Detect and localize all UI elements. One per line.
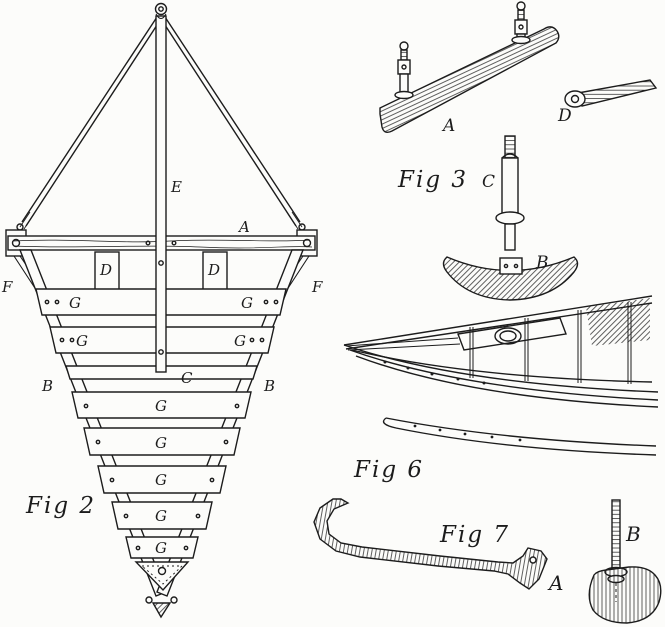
fig3-post-right (511, 1, 531, 45)
fig2-label-g: G (241, 294, 253, 312)
fig2-label-b: B (263, 377, 275, 395)
fig2-label-g: G (76, 332, 88, 350)
fig2-labels: E A D D F F G G G G C B B G G G G G Fig … (1, 178, 323, 557)
fig2-label-f: F (1, 278, 13, 296)
fig3-label-b: B (535, 253, 549, 273)
fig3-label-a: A (441, 116, 455, 136)
fig7-caption: Fig 7 (439, 522, 510, 548)
fig2-label-b: B (41, 377, 53, 395)
fig2-label-g: G (155, 539, 167, 557)
fig3-label-d: D (557, 106, 572, 126)
fig6-drawing: Fig 6 (343, 295, 659, 483)
fig2-label-g: G (155, 434, 167, 452)
fig7-label-b: B (625, 522, 641, 546)
fig2-label-g: G (155, 397, 167, 415)
fig2-label-g: G (69, 294, 81, 312)
fig3-post-left (394, 41, 414, 100)
fig2-slats (35, 288, 287, 559)
fig6-deck-board (345, 317, 567, 351)
fig2-label-a: A (237, 218, 250, 236)
fig2-masthead-ring (154, 2, 168, 20)
fig2-label-f: F (311, 278, 323, 296)
fig2-label-g: G (234, 332, 246, 350)
fig7-bolt-and-blade (588, 499, 662, 624)
fig3-caption: Fig 3 (397, 167, 468, 193)
fig7-labels: A B Fig 7 (439, 522, 641, 595)
fig6-caption: Fig 6 (353, 457, 424, 483)
fig3-runner-blade (379, 26, 560, 134)
fig3-shoe (442, 256, 579, 301)
fig2-d-planks (94, 251, 228, 295)
fig2-drawing: E A D D F F G G G G C B B G G G G G Fig … (1, 2, 323, 619)
fig2-label-d: D (99, 261, 112, 279)
fig7-runner (313, 498, 548, 590)
fig2-label-d: D (207, 261, 220, 279)
fig3-label-c: C (482, 172, 495, 192)
fig3-labels: A D C B Fig 3 (397, 106, 572, 273)
fig2-rigging (16, 16, 306, 231)
fig2-mast (155, 15, 167, 373)
fig6-section-hatch (586, 298, 650, 346)
fig7-label-a: A (547, 571, 563, 595)
fig6-bottom-runner (382, 417, 657, 456)
fig2-label-g: G (155, 507, 167, 525)
fig2-label-c: C (181, 369, 193, 387)
fig2-label-g: G (155, 471, 167, 489)
fig3-center-post (495, 135, 525, 251)
fig6-rivets (383, 360, 486, 385)
fig2-bow-block (134, 561, 190, 619)
fig3-drawing: A D C B Fig 3 (379, 1, 658, 301)
fig2-label-e: E (170, 178, 182, 196)
fig2-caption: Fig 2 (25, 493, 96, 519)
fig7-drawing: A B Fig 7 (313, 498, 662, 624)
fig3-link-bar (564, 79, 658, 108)
